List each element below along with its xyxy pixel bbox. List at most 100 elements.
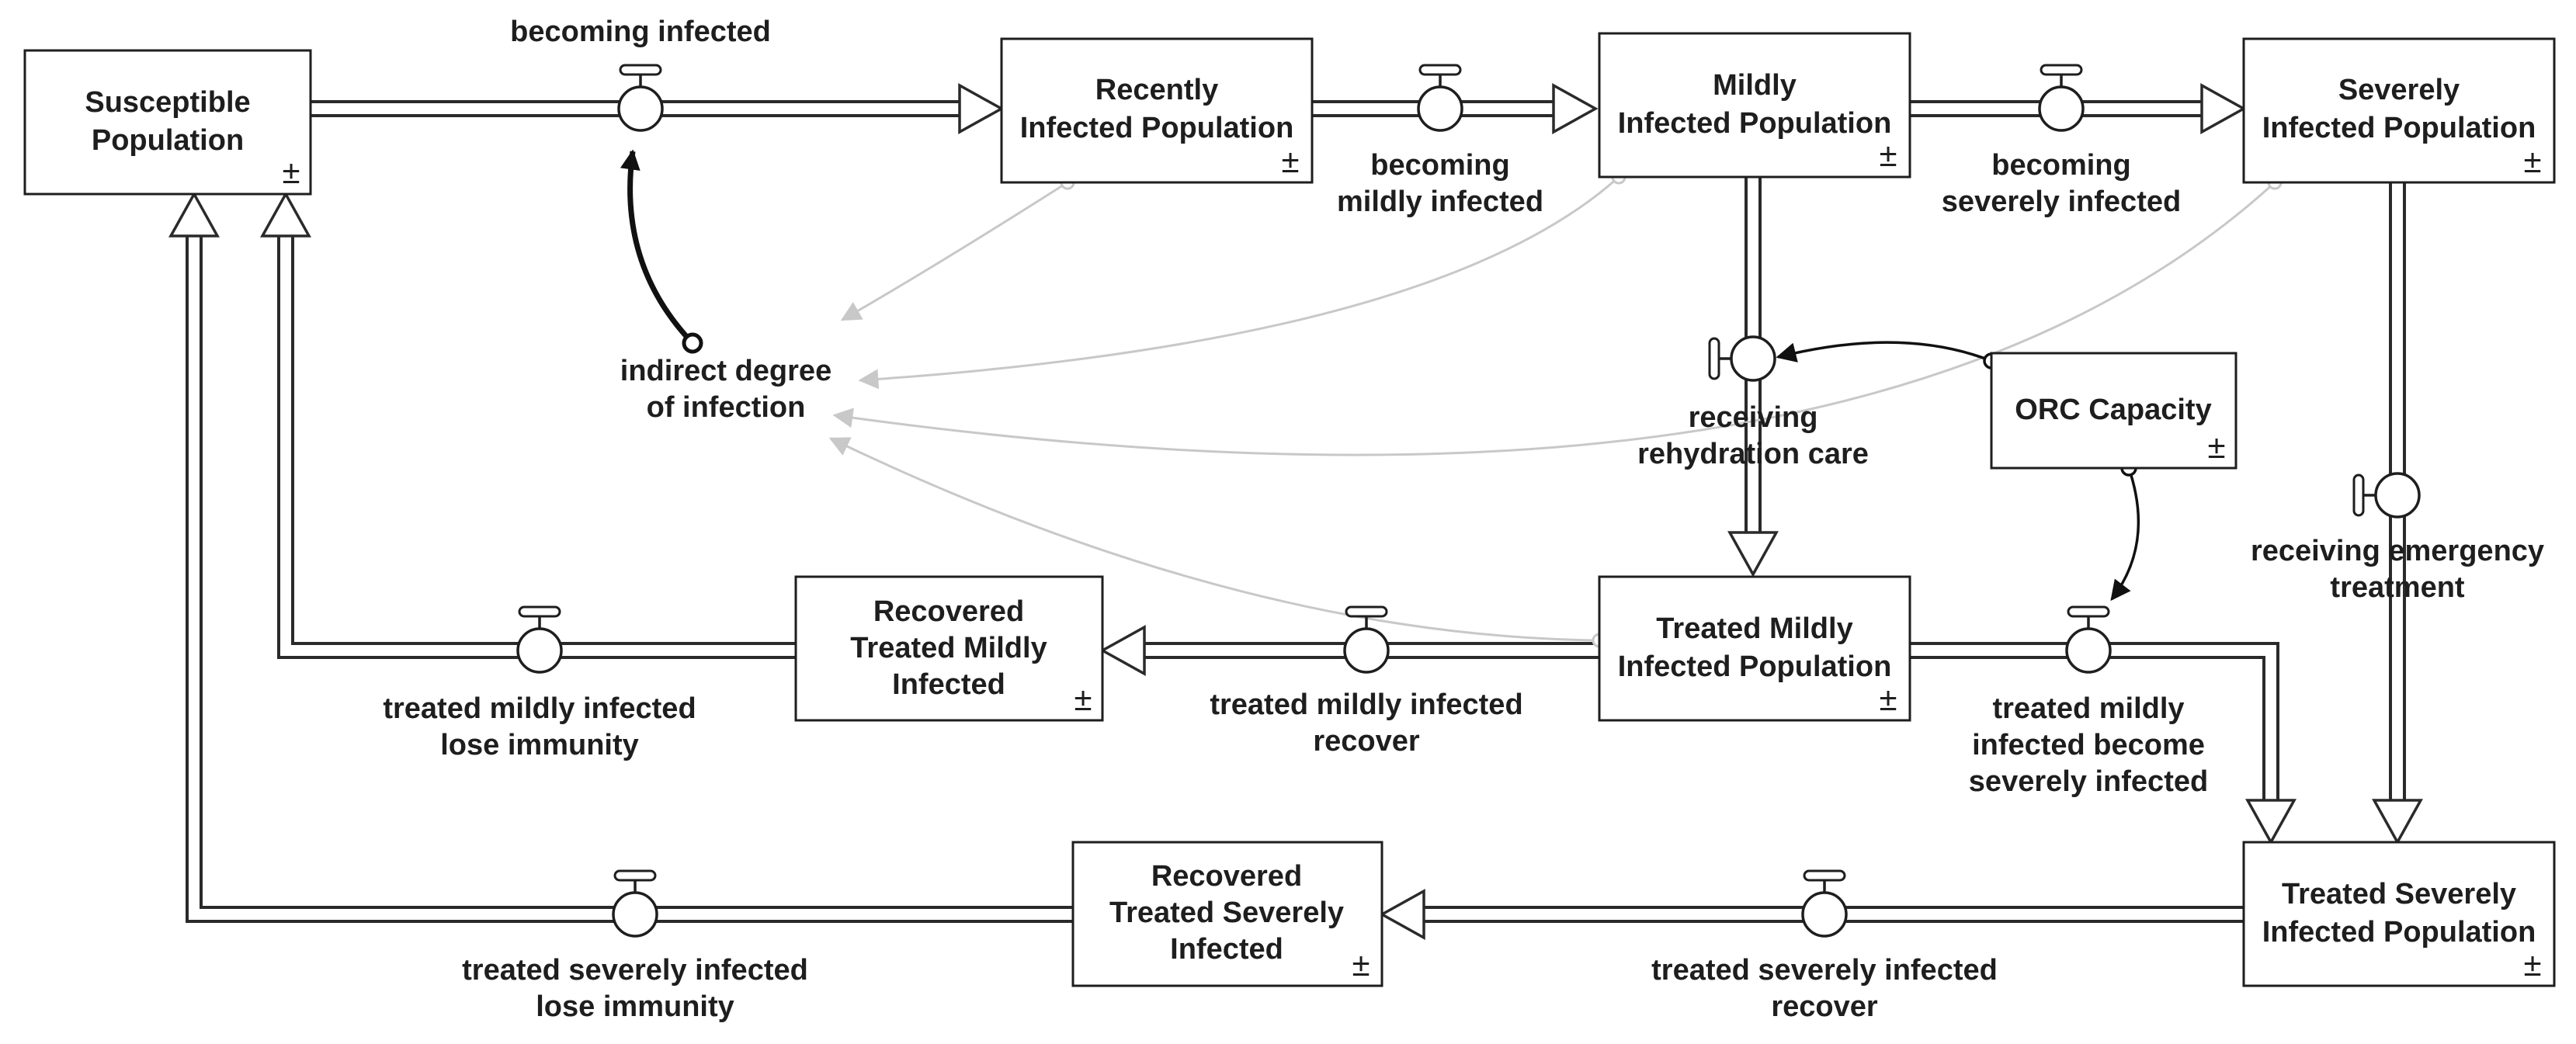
stock-mildly-infected-population[interactable]: Mildly Infected Population ±: [1598, 32, 1911, 179]
pipe-treated-mildly-become-severe-head: [2245, 799, 2297, 845]
stock-severely-infected-box: [2242, 37, 2556, 184]
stock-treated-mildly-label-1: Treated Mildly: [1656, 612, 1852, 645]
stock-treated-mildly-infected-population[interactable]: Treated Mildly Infected Population ±: [1598, 575, 1911, 722]
valve-receiving-emergency-treatment[interactable]: [2352, 472, 2421, 519]
stock-recovered-treated-mildly[interactable]: Recovered Treated Mildly Infected ±: [794, 575, 1104, 722]
label-becoming-mildly-2: mildly infected: [1337, 186, 1543, 218]
pipe-becoming-mildly-head: [1552, 83, 1599, 134]
valve-handle-icon: [2040, 64, 2083, 76]
label-rehydration-1: receiving: [1689, 401, 1818, 434]
valve-handle-icon: [1418, 64, 1462, 76]
valve-receiving-rehydration-care[interactable]: [1708, 335, 1776, 382]
stock-mildly-infected-label-2: Infected Population: [1618, 107, 1892, 140]
stock-treated-mildly-plusminus: ±: [1879, 681, 1897, 717]
pipe-treated-mildly-become-severe-inner: [1907, 645, 2276, 806]
valve-circle-icon: [1417, 85, 1463, 132]
stock-recently-infected-label-2: Infected Population: [1020, 112, 1294, 144]
stock-orc-capacity-label: ORC Capacity: [2015, 394, 2211, 426]
pipe-treated-mildly-recover-head: [1099, 625, 1146, 676]
stock-recovered-treated-severely-label-1: Recovered: [1151, 860, 1302, 893]
stock-recovered-treated-severely[interactable]: Recovered Treated Severely Infected ±: [1071, 841, 1383, 987]
valve-treated-severely-recover[interactable]: [1801, 869, 1848, 938]
stock-mildly-infected-box: [1598, 32, 1911, 179]
stock-recently-infected-plusminus: ±: [1281, 143, 1299, 179]
pipe-becoming-severely-head: [2200, 83, 2247, 134]
label-emergency-2: treatment: [2330, 571, 2464, 604]
stock-treated-mildly-box: [1598, 575, 1911, 722]
label-treated-mildly-lose-immunity-2: lose immunity: [440, 729, 639, 761]
valve-treated-severely-lose-immunity[interactable]: [612, 869, 658, 938]
valve-circle-icon: [1730, 335, 1776, 382]
link-severely-to-indirect: [832, 181, 2276, 456]
pipe-treated-mildly-lose-immunity-inner: [280, 230, 799, 656]
stock-recovered-treated-severely-box: [1071, 841, 1383, 987]
valve-becoming-mildly-infected[interactable]: [1417, 64, 1463, 132]
pipe-emergency-head: [2372, 799, 2423, 845]
link-orc-to-become-severe: [2110, 467, 2140, 602]
pipe-treated-mildly-lose-immunity-head: [260, 191, 311, 238]
link-mildly-to-indirect: [858, 175, 1620, 390]
stock-orc-capacity-box: [1990, 352, 2238, 470]
stock-recovered-treated-severely-label-2: Treated Severely: [1109, 897, 1344, 929]
stock-treated-severely-box: [2242, 841, 2556, 987]
stock-susceptible-plusminus: ±: [282, 154, 300, 190]
pipe-treated-severely-recover-head: [1379, 889, 1425, 940]
label-becoming-infected: becoming infected: [510, 16, 771, 48]
valve-treated-mildly-become-severe[interactable]: [2065, 605, 2112, 674]
label-treated-severely-recover-1: treated severely infected: [1651, 954, 1998, 987]
stock-susceptible-label-1: Susceptible: [85, 86, 250, 119]
valve-handle-icon: [1803, 869, 1846, 882]
stock-recently-infected-population[interactable]: Recently Infected Population ±: [1000, 37, 1314, 184]
valve-handle-icon: [2352, 473, 2365, 517]
valve-circle-icon: [1801, 891, 1848, 938]
stock-orc-capacity[interactable]: ORC Capacity ±: [1990, 352, 2238, 470]
label-treated-severely-lose-immunity-2: lose immunity: [536, 990, 734, 1023]
label-treated-severely-recover-2: recover: [1771, 990, 1878, 1023]
valve-circle-icon: [1343, 627, 1390, 674]
valve-handle-icon: [619, 64, 662, 76]
label-treated-mildly-become-severe-2: infected become: [1972, 729, 2205, 761]
stock-recovered-treated-mildly-label-3: Infected: [892, 668, 1005, 701]
stock-susceptible-population[interactable]: Susceptible Population ±: [23, 49, 312, 196]
pipe-treated-severely-lose-immunity: [186, 233, 1073, 923]
valve-handle-icon: [1345, 605, 1388, 618]
valve-handle-icon: [1708, 337, 1720, 380]
stock-treated-severely-label-2: Infected Population: [2262, 916, 2536, 949]
label-rehydration-2: rehydration care: [1637, 438, 1869, 470]
flow-labels: becoming infected becoming mildly infect…: [383, 16, 2544, 1023]
valve-handle-icon: [2067, 605, 2110, 618]
label-treated-mildly-recover-2: recover: [1313, 725, 1420, 758]
label-becoming-severely-1: becoming: [1991, 149, 2130, 182]
label-treated-mildly-become-severe-1: treated mildly: [1992, 692, 2184, 725]
stock-treated-severely-infected-population[interactable]: Treated Severely Infected Population ±: [2242, 841, 2556, 987]
label-becoming-severely-2: severely infected: [1942, 186, 2181, 218]
valve-becoming-severely-infected[interactable]: [2038, 64, 2085, 132]
label-becoming-mildly-1: becoming: [1370, 149, 1509, 182]
stock-severely-infected-label-1: Severely: [2338, 74, 2460, 106]
aux-indirect-degree-of-infection[interactable]: indirect degree of infection: [620, 355, 831, 424]
valve-handle-icon: [613, 869, 657, 882]
valve-treated-mildly-lose-immunity[interactable]: [516, 605, 563, 674]
stock-severely-infected-population[interactable]: Severely Infected Population ±: [2242, 37, 2556, 184]
stock-treated-severely-plusminus: ±: [2523, 946, 2541, 983]
label-indirect-degree-1: indirect degree: [620, 355, 831, 387]
link-recently-to-indirect: [840, 181, 1068, 321]
label-treated-mildly-become-severe-3: severely infected: [1969, 765, 2208, 798]
label-emergency-1: receiving emergency: [2251, 535, 2544, 567]
stock-orc-capacity-plusminus: ±: [2207, 428, 2225, 465]
valve-circle-icon: [2374, 472, 2421, 519]
valve-treated-mildly-recover[interactable]: [1343, 605, 1390, 674]
valve-circle-icon: [2065, 627, 2112, 674]
stock-recently-infected-label-1: Recently: [1095, 74, 1218, 106]
label-indirect-degree-2: of infection: [647, 391, 806, 424]
stock-susceptible-box: [23, 49, 312, 196]
valve-becoming-infected[interactable]: [617, 64, 664, 132]
valve-circle-icon: [617, 85, 664, 132]
label-treated-mildly-lose-immunity-1: treated mildly infected: [383, 692, 696, 725]
link-orc-to-rehydration: [1776, 341, 1992, 362]
pipe-becoming-infected-head: [958, 83, 1005, 134]
info-links: [620, 149, 2283, 648]
stock-recovered-treated-mildly-label-1: Recovered: [873, 595, 1024, 628]
link-indirect-to-becoming-infected: [620, 149, 695, 345]
stock-severely-infected-plusminus: ±: [2523, 143, 2541, 179]
